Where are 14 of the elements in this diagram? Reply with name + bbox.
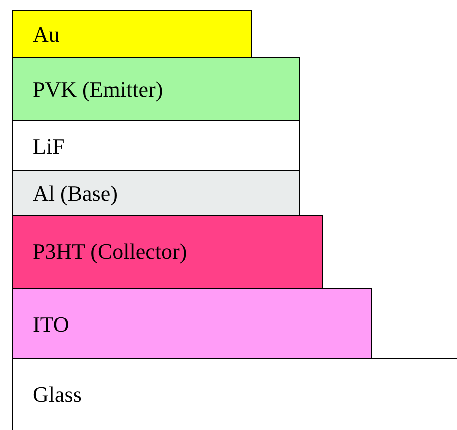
device-layer [12, 120, 300, 171]
device-layer [12, 358, 457, 430]
layer-label: LiF [33, 136, 65, 158]
device-layer [12, 288, 372, 359]
device-layer [12, 57, 300, 121]
layer-label: PVK (Emitter) [33, 79, 164, 101]
layer-label: P3HT (Collector) [33, 241, 188, 263]
layer-label: Au [33, 24, 60, 46]
device-layer [12, 170, 300, 216]
layer-label: ITO [33, 314, 70, 336]
layer-label: Al (Base) [33, 183, 118, 205]
device-layer [12, 215, 323, 289]
layer-label: Glass [33, 384, 82, 406]
device-layer [12, 10, 252, 58]
